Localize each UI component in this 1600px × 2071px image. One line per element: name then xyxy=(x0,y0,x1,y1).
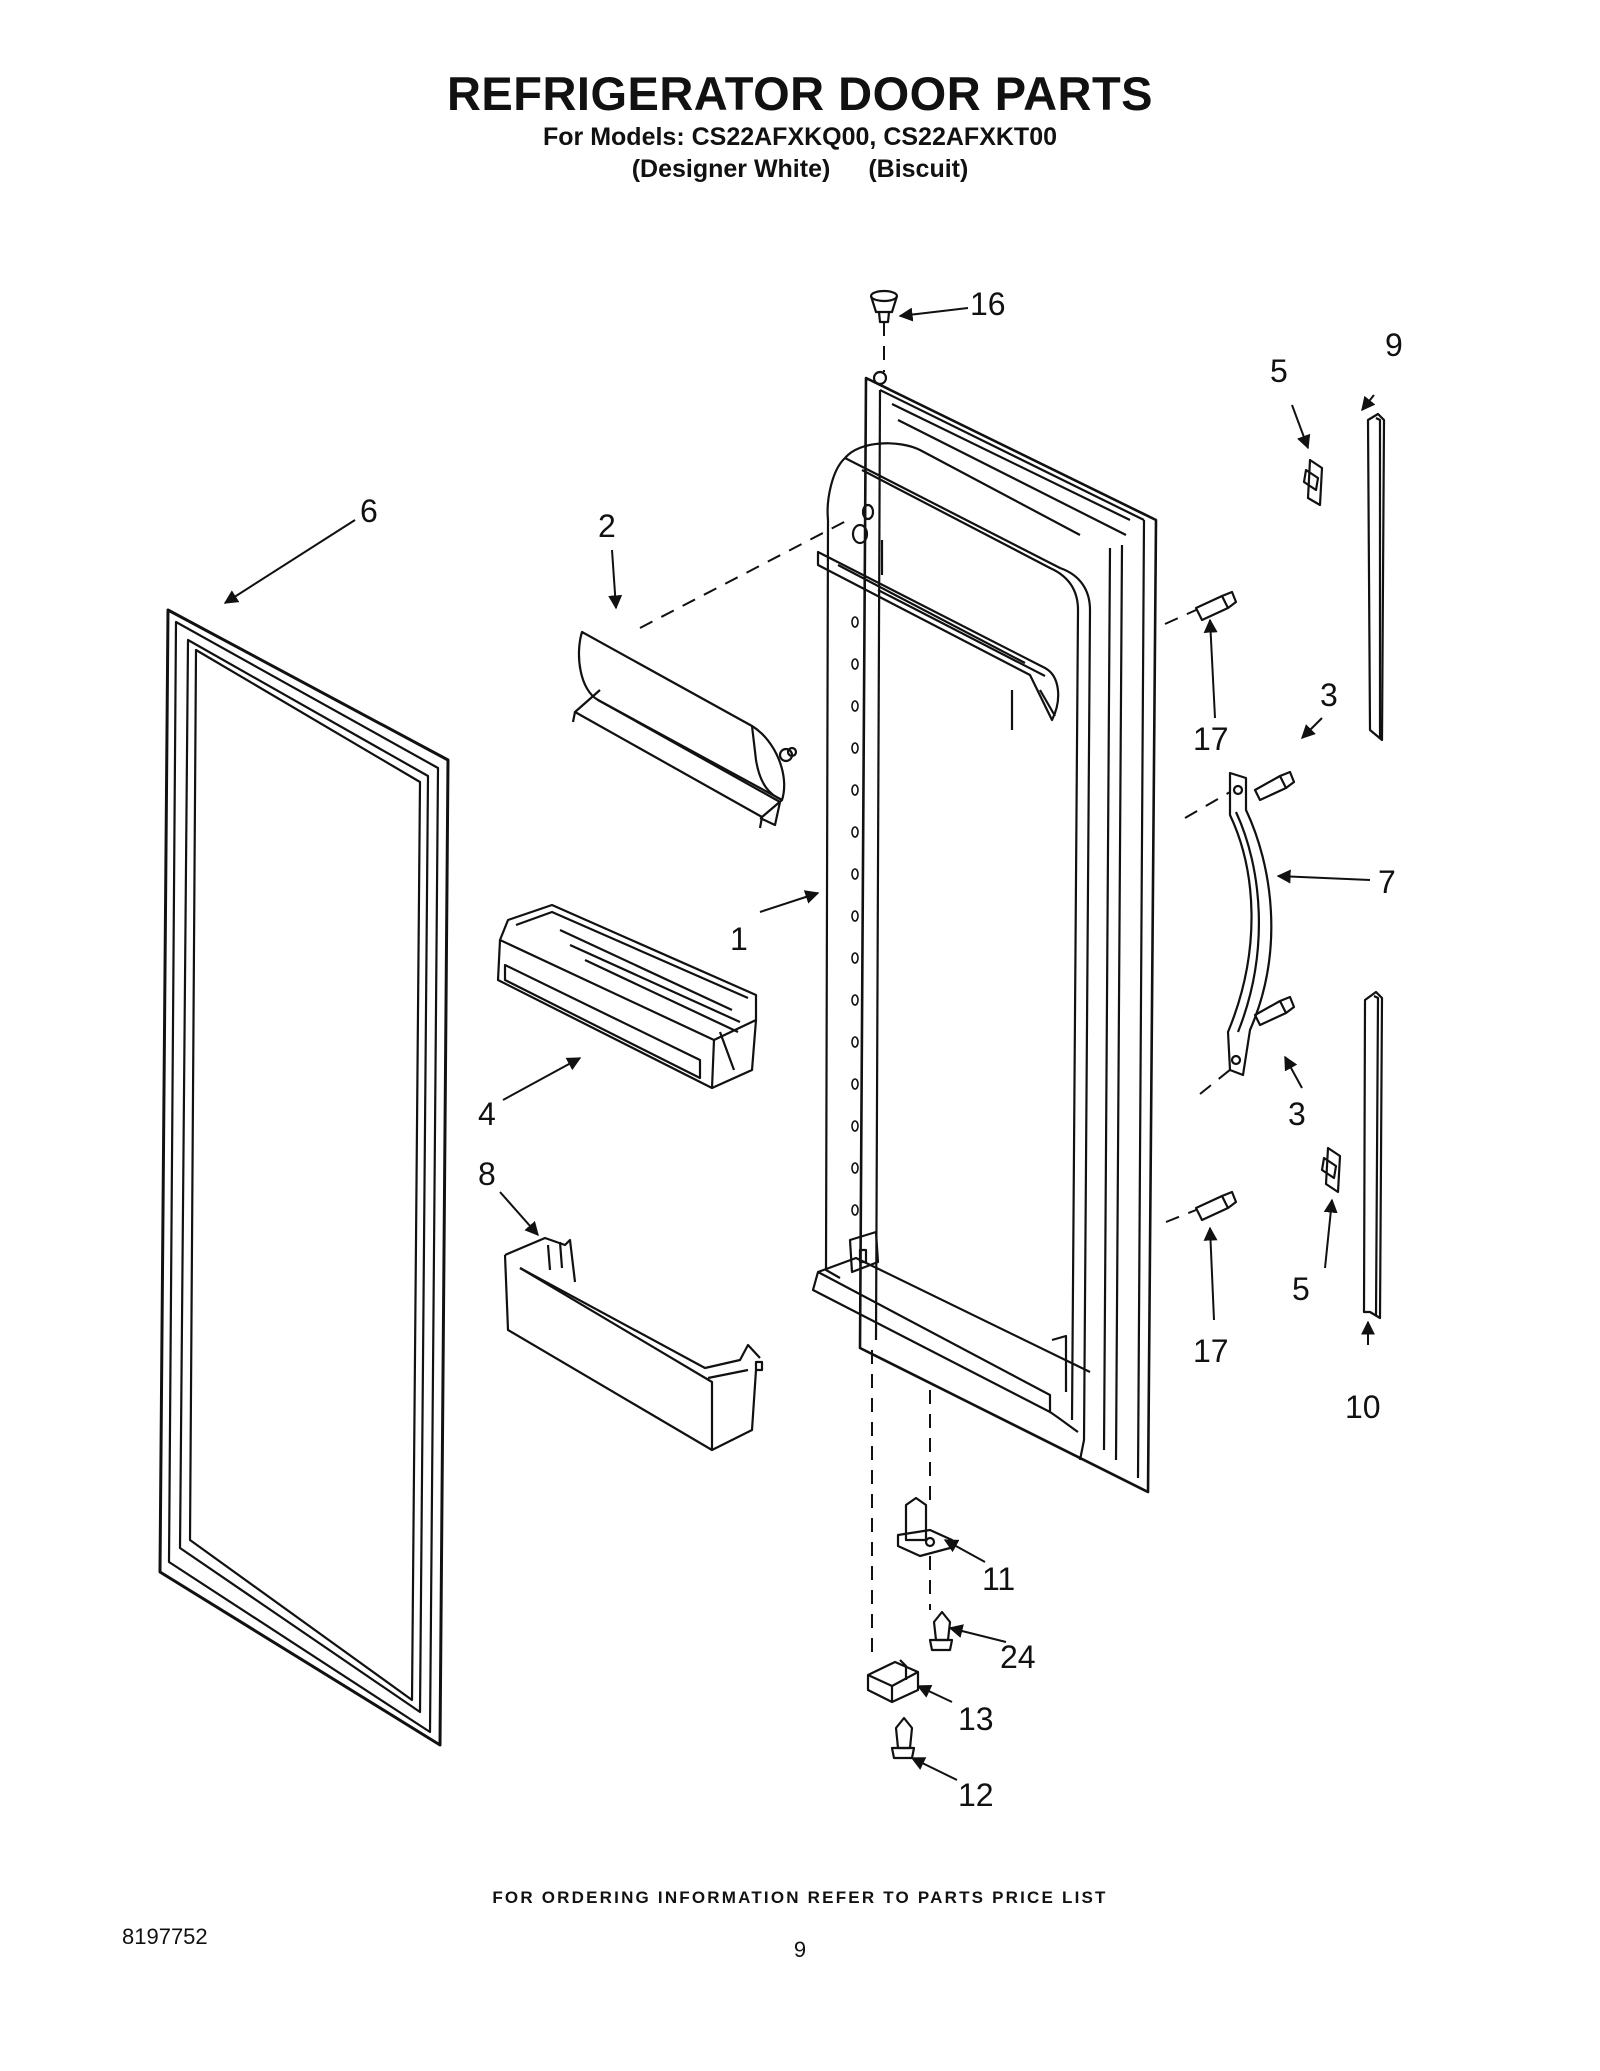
callout-6: 6 xyxy=(360,493,378,529)
screw-3-lower xyxy=(1253,995,1296,1027)
bracket-screw xyxy=(890,1716,916,1760)
lower-hinge xyxy=(896,1496,954,1558)
callout-24: 24 xyxy=(1000,1639,1036,1675)
callout-10: 10 xyxy=(1345,1389,1381,1425)
upper-trim-strip xyxy=(1366,412,1386,742)
ordering-note: FOR ORDERING INFORMATION REFER TO PARTS … xyxy=(492,1888,1108,1907)
shelf-slots xyxy=(851,616,859,1216)
callout-labels: 16 9 5 6 2 3 17 7 1 4 3 8 5 17 10 11 24 … xyxy=(360,286,1403,1813)
top-shelf-cover xyxy=(571,630,798,829)
trim-clip-upper xyxy=(1302,458,1324,507)
screw-3-upper xyxy=(1253,770,1296,802)
variant-biscuit: (Biscuit) xyxy=(868,155,969,183)
plug xyxy=(869,289,899,324)
callout-1: 1 xyxy=(730,921,748,957)
callout-17-upper: 17 xyxy=(1193,721,1229,757)
lower-door-bin xyxy=(503,1236,764,1452)
callout-8: 8 xyxy=(478,1156,496,1192)
callout-7: 7 xyxy=(1378,864,1396,900)
callout-16: 16 xyxy=(970,286,1006,322)
callout-5-upper: 5 xyxy=(1270,353,1288,389)
page-number: 9 xyxy=(793,1937,807,1962)
callout-3-upper: 3 xyxy=(1320,677,1338,713)
model-numbers: For Models: CS22AFXKQ00, CS22AFXKT00 xyxy=(542,123,1057,151)
screw-17-upper xyxy=(1194,590,1238,622)
hinge-bracket xyxy=(866,1659,920,1704)
assembly-lines xyxy=(639,322,1237,1660)
callout-5-lower: 5 xyxy=(1292,1271,1310,1307)
door-handle xyxy=(1226,771,1273,1077)
door-bin xyxy=(496,903,758,1090)
callout-11: 11 xyxy=(982,1561,1015,1597)
callout-17-lower: 17 xyxy=(1193,1333,1229,1369)
callout-13: 13 xyxy=(958,1701,994,1737)
callout-9: 9 xyxy=(1385,327,1403,363)
variant-designer-white: (Designer White) xyxy=(631,155,831,183)
leader-arrows xyxy=(223,307,1376,1781)
lower-trim-strip xyxy=(1362,990,1384,1320)
document-number: 8197752 xyxy=(122,1924,208,1949)
callout-12: 12 xyxy=(958,1777,994,1813)
callout-2: 2 xyxy=(598,508,616,544)
door-gasket xyxy=(158,608,450,1747)
screw-17-lower xyxy=(1194,1190,1238,1222)
callout-4: 4 xyxy=(478,1096,496,1132)
model-variants: (Designer White) (Biscuit) xyxy=(0,155,1600,184)
hinge-screw xyxy=(928,1610,954,1652)
callout-3-lower: 3 xyxy=(1288,1096,1306,1132)
door-panel xyxy=(811,370,1158,1494)
page-title: REFRIGERATOR DOOR PARTS xyxy=(446,67,1154,120)
trim-clip-lower xyxy=(1320,1146,1342,1194)
